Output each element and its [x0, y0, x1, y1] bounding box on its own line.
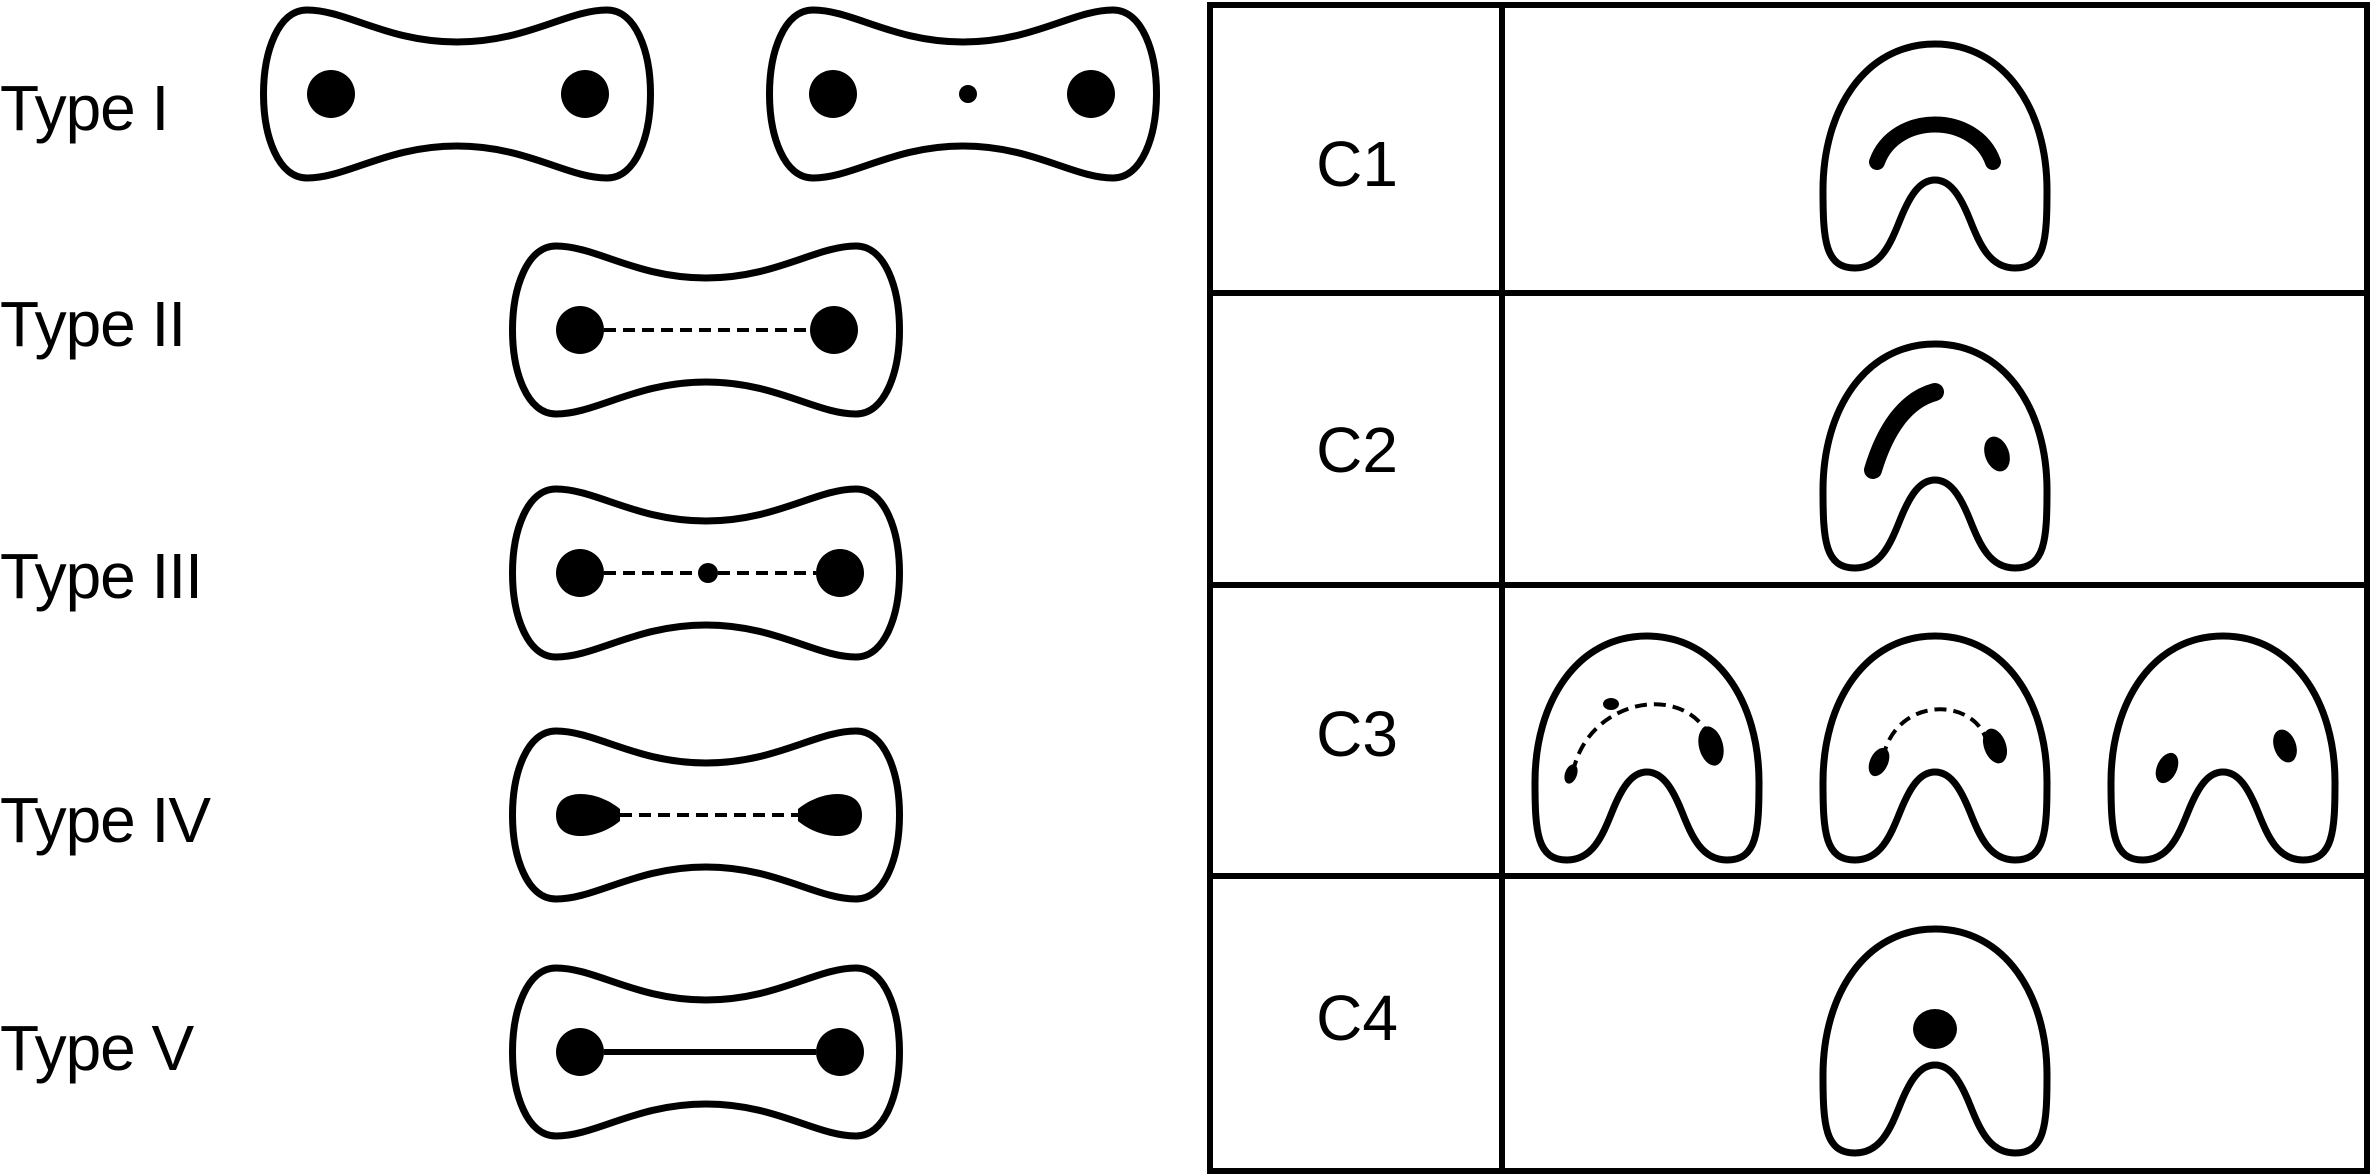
- c3-shape-c: [2111, 636, 2335, 860]
- type-i-shape-b: [770, 10, 1157, 178]
- c4-shape: [1823, 929, 2047, 1153]
- type-i-shape-a: [264, 10, 651, 178]
- table-grid: [1210, 5, 2367, 1171]
- type-iv-shape: [513, 731, 900, 899]
- type-ii-shape: [513, 246, 900, 414]
- c3-shape-a: [1535, 636, 1759, 860]
- type-iii-shape: [513, 489, 900, 657]
- c1-shape: [1823, 44, 2047, 268]
- type-v-shape: [513, 968, 900, 1136]
- c3-shape-b: [1823, 636, 2047, 860]
- c2-shape: [1823, 344, 2047, 568]
